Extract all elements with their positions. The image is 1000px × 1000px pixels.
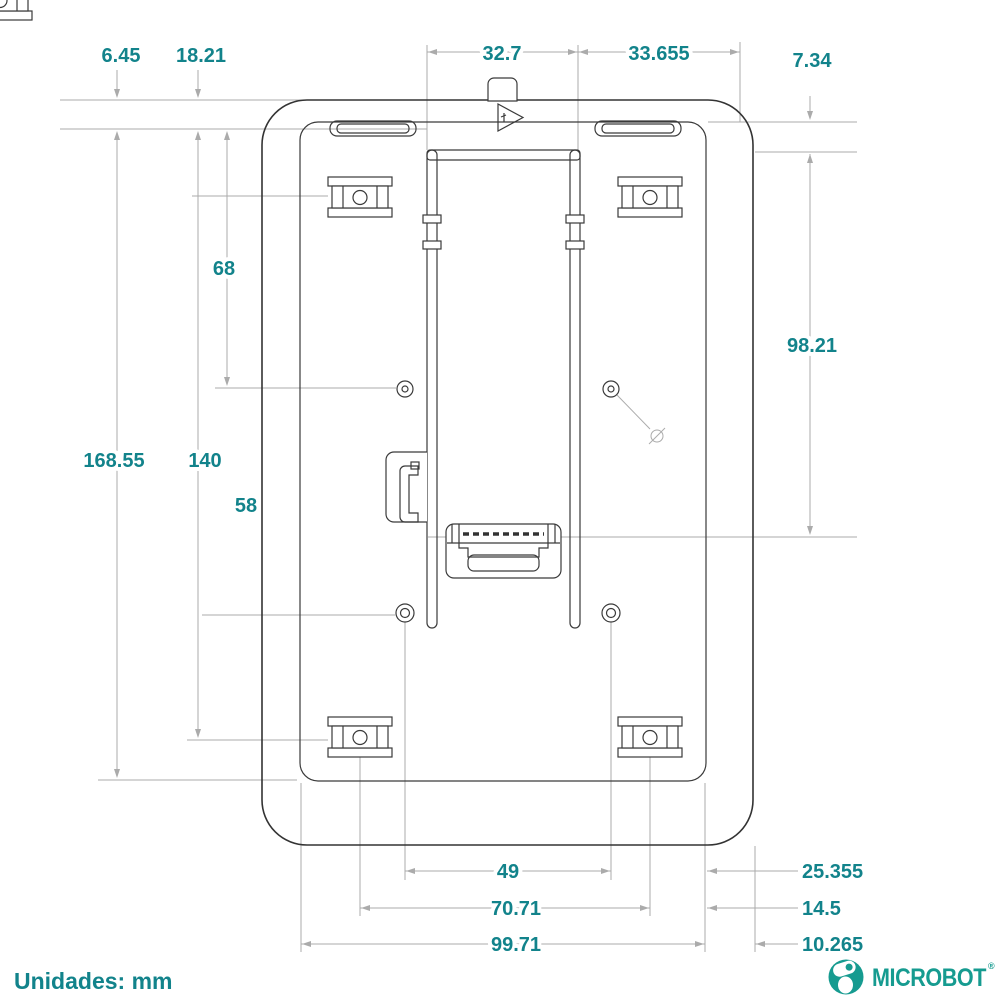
tie-mount-bottom-left xyxy=(327,716,393,758)
warning-triangle-icon xyxy=(497,102,525,133)
dim-58: 58 xyxy=(235,495,257,517)
tie-mount-bracket xyxy=(0,0,33,21)
dimension-labels: 6.45 18.21 32.7 33.655 7.34 68 98.21 168… xyxy=(79,39,867,960)
screw-holes xyxy=(395,380,621,623)
dim-68: 68 xyxy=(213,258,235,280)
dimension-arrowheads xyxy=(114,49,813,947)
dim-14-5: 14.5 xyxy=(802,898,841,920)
din-latch xyxy=(385,451,427,523)
diameter-callout xyxy=(616,394,666,445)
dim-7-34: 7.34 xyxy=(793,50,833,72)
tie-mount-top-left xyxy=(327,176,393,218)
rail-notch xyxy=(422,240,442,250)
tie-mount-top-right xyxy=(617,176,683,218)
connector-block xyxy=(445,523,562,579)
dim-25-355: 25.355 xyxy=(802,861,863,883)
dim-18-21: 18.21 xyxy=(176,45,226,67)
rail-notch xyxy=(565,240,585,250)
din-channel xyxy=(422,149,585,629)
brand-name: MICROBOT xyxy=(872,964,986,992)
extension-lines xyxy=(60,42,857,952)
dim-32-7: 32.7 xyxy=(483,43,522,65)
dim-49: 49 xyxy=(497,861,519,883)
dim-168-55: 168.55 xyxy=(83,450,144,472)
dimension-lines xyxy=(116,51,811,945)
dim-140: 140 xyxy=(188,450,221,472)
top-tab xyxy=(487,77,518,102)
brand-trademark: ® xyxy=(988,961,995,971)
diameter-symbol-icon xyxy=(650,429,664,443)
mount-slot-left xyxy=(329,120,417,137)
rail-notch xyxy=(422,214,442,224)
rail-notch xyxy=(565,214,585,224)
dim-10-265: 10.265 xyxy=(802,934,863,956)
inner-panel-outline xyxy=(299,121,707,782)
dim-33-655: 33.655 xyxy=(628,43,689,65)
brand-logo: MICROBOT ® xyxy=(828,959,995,995)
mount-slot-right xyxy=(594,120,682,137)
dim-70-71: 70.71 xyxy=(491,898,541,920)
dim-98-21: 98.21 xyxy=(787,335,837,357)
dim-6-45: 6.45 xyxy=(102,45,141,67)
device-part xyxy=(0,0,754,846)
units-label: Unidades: mm xyxy=(14,968,172,994)
dim-99-71: 99.71 xyxy=(491,934,541,956)
tie-mount-bottom-right xyxy=(617,716,683,758)
